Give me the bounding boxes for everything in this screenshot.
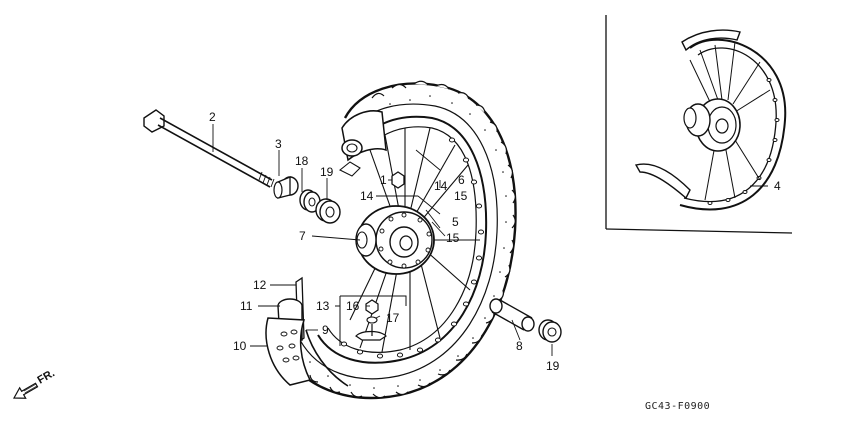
label-3: 3 [275,137,282,151]
label-16: 18 [295,154,309,168]
front-direction-arrow: FR. [12,367,57,399]
label-6: 6 [458,173,465,187]
direction-label: FR. [36,367,57,386]
label-8: 8 [516,339,523,353]
label-5: 5 [452,215,459,229]
label-15-upper: 15 [454,189,468,203]
dust-seal [299,189,321,213]
label-7: 7 [299,229,306,243]
label-12: 12 [253,278,267,292]
label-10: 10 [233,339,247,353]
label-19-upper: 19 [320,165,334,179]
label-18: 17 [386,311,400,325]
label-14-right: 14 [434,179,448,193]
label-4: 4 [774,179,781,193]
label-11: 11 [240,299,253,313]
part-labels: 2 3 18 19 1 14 14 6 15 5 15 7 12 11 13 1… [209,110,781,373]
label-17: 16 [346,299,360,313]
tire-section-top [338,110,387,177]
bearing-upper [315,198,341,224]
main-wheel [273,80,517,400]
tube-and-band [265,276,349,387]
label-19-lower: 19 [546,359,560,373]
arrow-icon [12,382,39,399]
inset-wheel [634,29,787,211]
bearing-lower [538,319,562,343]
label-15-lower: 15 [446,231,460,245]
leader-lines [212,124,768,356]
valve-bracket [335,295,407,346]
diagram-code: GC43-F0900 [645,401,710,412]
distance-collar [489,298,535,332]
label-1: 1 [380,173,387,187]
label-14-left: 14 [360,189,374,203]
spoke-nipple [391,171,405,189]
label-13: 13 [316,299,330,313]
label-2: 2 [209,110,216,124]
collar [273,176,299,199]
valve-nut [355,299,387,341]
axle [143,109,275,188]
label-9: 9 [322,323,329,337]
inset-box [605,15,793,234]
